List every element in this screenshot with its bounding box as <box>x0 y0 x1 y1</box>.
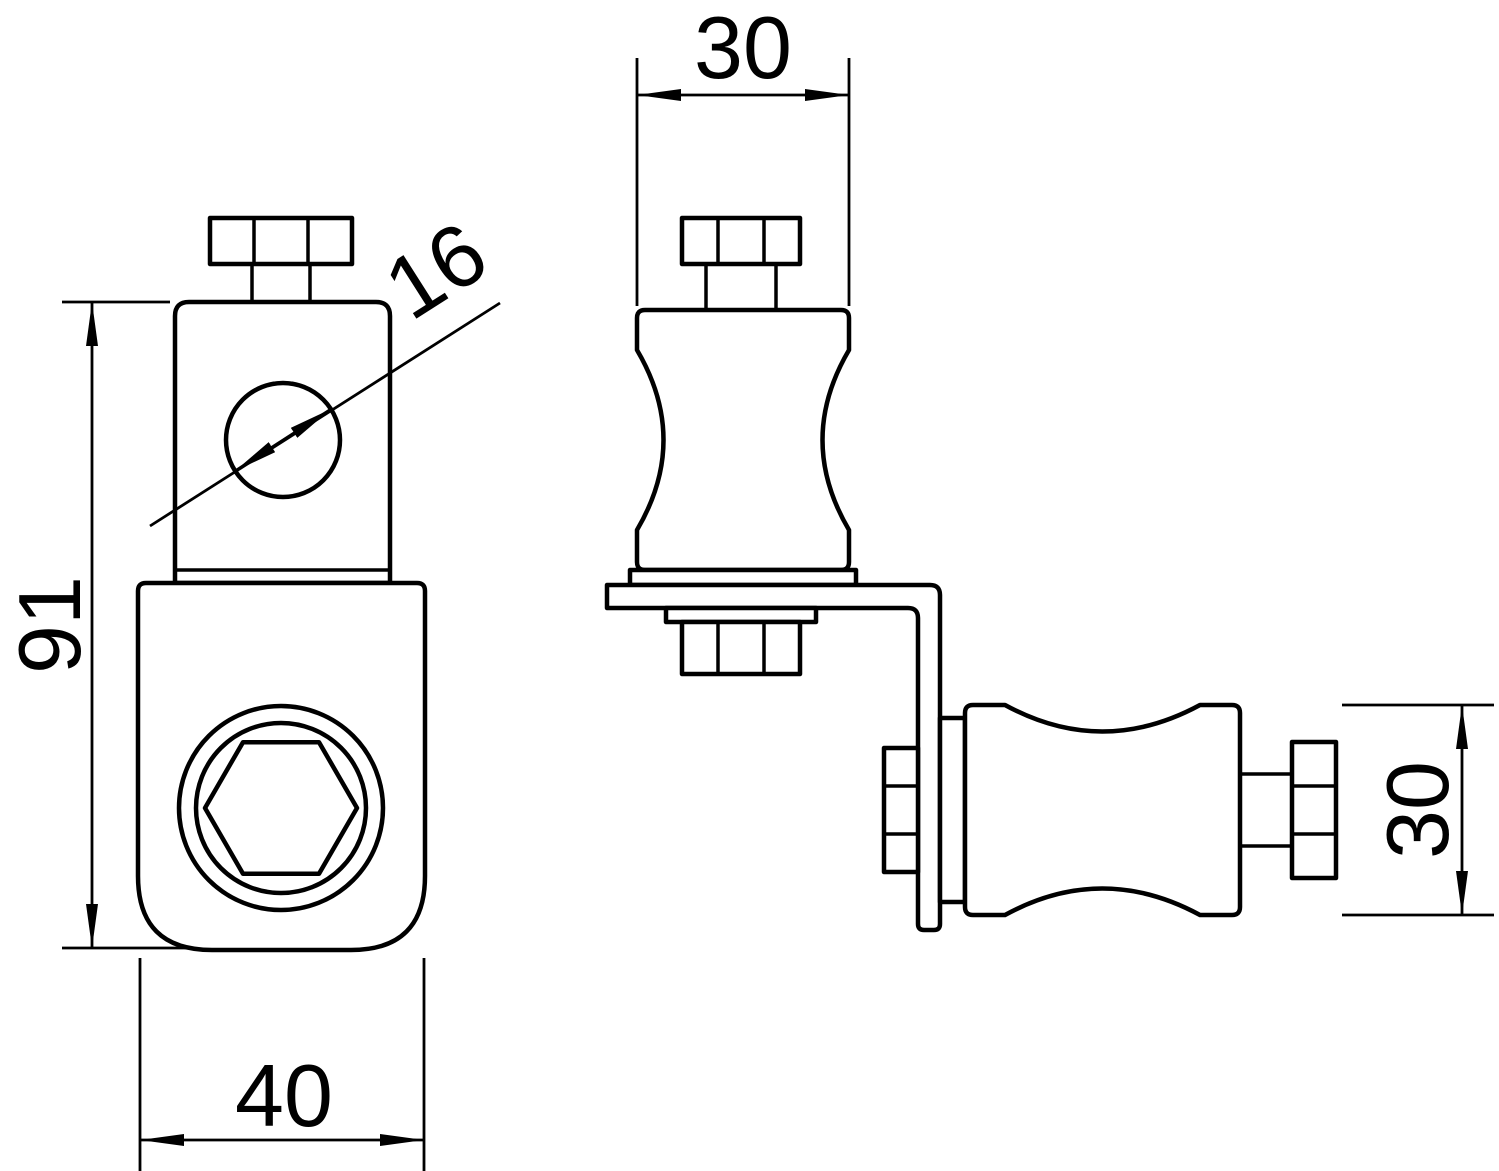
dim-30right-label: 30 <box>1368 761 1467 859</box>
side-right-bolt-head <box>1289 739 1339 881</box>
front-hex-socket <box>202 739 360 877</box>
side-lateral-nut <box>881 745 921 875</box>
dim-40-label: 40 <box>235 1046 333 1145</box>
side-horizontal-roller <box>962 702 1243 918</box>
dim-30top-label: 30 <box>694 0 792 97</box>
front-bolt-head <box>207 215 355 267</box>
side-view <box>604 215 1339 933</box>
front-view <box>135 215 428 953</box>
side-view-dimensions: 30 30 <box>635 0 1494 917</box>
side-angle-bracket <box>604 582 943 933</box>
side-vertical-roller <box>634 307 852 573</box>
side-top-bolt-head <box>679 215 803 267</box>
side-top-nut <box>679 619 803 677</box>
dim-91-label: 91 <box>0 576 99 674</box>
side-lateral-washer <box>937 715 968 905</box>
dim-16-arrow-line <box>234 407 332 473</box>
